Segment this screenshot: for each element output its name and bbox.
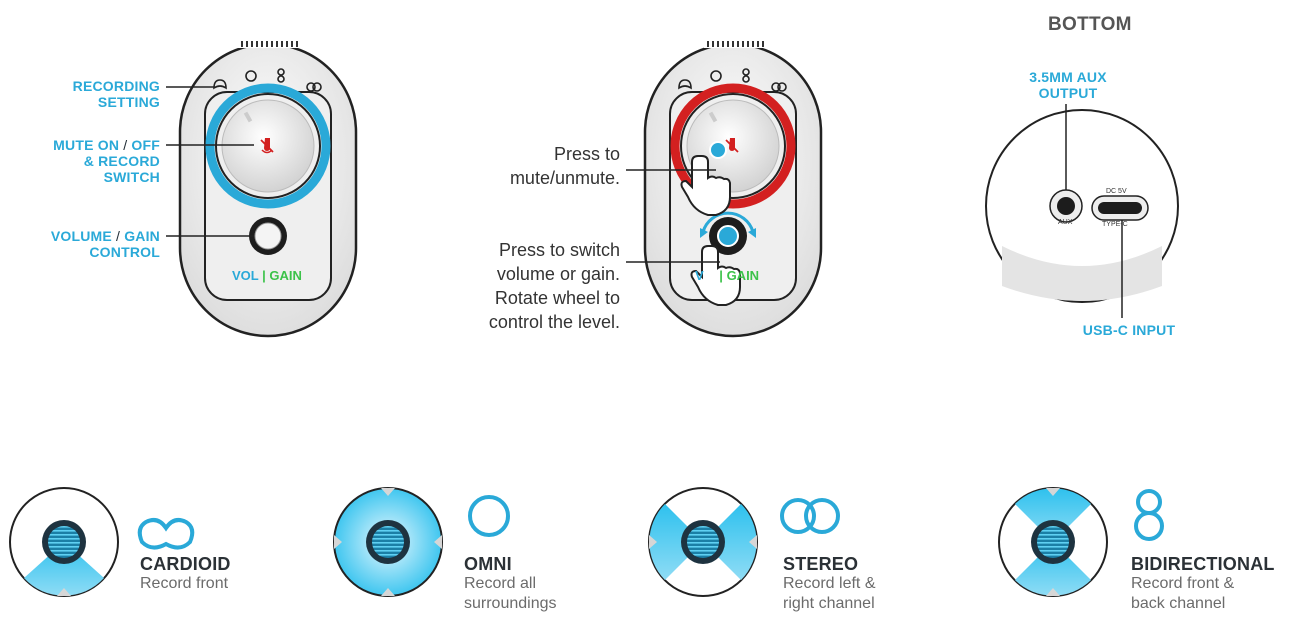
panel-bottom-view: BOTTOM 3.5MM AUX OUTPUT USB-C INPUT AUX … xyxy=(980,0,1280,340)
pattern-desc: Record front & xyxy=(1131,575,1235,592)
pattern-omni: OMNI Record all surroundings xyxy=(464,554,557,614)
omni-icon xyxy=(468,495,510,537)
pattern-stereo: STEREO Record left & right channel xyxy=(783,554,875,614)
usb-port-label-top: DC 5V xyxy=(1106,188,1127,195)
vol-gain-label-2: V | GAIN xyxy=(695,268,760,283)
vol-gain-label: VOL | GAIN xyxy=(232,268,302,283)
pattern-desc: back channel xyxy=(1131,595,1226,612)
aux-port-label: AUX xyxy=(1058,219,1073,226)
callout-volume-gain: VOLUME / GAIN CONTROL xyxy=(50,228,160,260)
omni-diagram xyxy=(333,487,443,597)
device-press-illustration xyxy=(626,40,823,338)
instruction-mute: Press to mute/unmute. xyxy=(509,144,620,188)
omni-mini-icon xyxy=(245,70,257,82)
pattern-desc: Record all xyxy=(464,575,537,592)
bottom-title: BOTTOM xyxy=(1048,14,1132,35)
usb-port-label-bottom: TYPE-C xyxy=(1102,221,1128,228)
pattern-name: OMNI xyxy=(464,554,512,574)
vent-grille-icon xyxy=(238,40,300,48)
callout-usb-input: USB-C INPUT xyxy=(1082,322,1176,338)
cardioid-diagram xyxy=(9,487,119,597)
mute-icon xyxy=(260,138,274,154)
pattern-cardioid: CARDIOID Record front xyxy=(140,554,231,594)
cardioid-icon xyxy=(137,518,195,550)
pattern-desc: Record left & xyxy=(783,575,876,592)
callout-aux-output: 3.5MM AUX OUTPUT xyxy=(1029,69,1107,101)
pattern-bidirectional: BIDIRECTIONAL Record front & back channe… xyxy=(1131,554,1275,614)
device-front-illustration xyxy=(166,40,358,338)
callout-recording-setting: RECORDING SETTING xyxy=(72,78,160,110)
cardioid-mini-icon xyxy=(213,79,227,90)
callout-mute-switch: MUTE ON / OFF & RECORD SWITCH xyxy=(53,137,160,185)
pattern-desc: right channel xyxy=(783,595,875,612)
hand-pointer-icon xyxy=(680,155,731,216)
polar-pattern-graphics xyxy=(9,487,1164,597)
bidirectional-icon xyxy=(1134,489,1164,541)
mode-ring xyxy=(205,83,331,209)
bidirectional-diagram xyxy=(998,487,1108,597)
pattern-desc: Record front xyxy=(140,575,229,592)
stereo-icon xyxy=(780,498,840,534)
pattern-name: BIDIRECTIONAL xyxy=(1131,554,1275,574)
pattern-name: STEREO xyxy=(783,554,859,574)
mute-ring-red xyxy=(670,83,796,209)
panel-controls-overview: RECORDING SETTING MUTE ON / OFF & RECORD… xyxy=(0,0,420,340)
polar-patterns-row: CARDIOID Record front OMNI Record all su… xyxy=(0,470,1298,617)
instruction-volume-gain: Press to switch volume or gain. Rotate w… xyxy=(488,240,620,332)
pattern-desc: surroundings xyxy=(464,595,557,612)
panel-press-instructions: Press to mute/unmute. Press to switch vo… xyxy=(420,0,840,340)
stereo-diagram xyxy=(648,487,758,597)
rotate-arrow-icon xyxy=(701,211,755,233)
device-bottom-illustration xyxy=(985,104,1179,318)
pattern-name: CARDIOID xyxy=(140,554,231,574)
